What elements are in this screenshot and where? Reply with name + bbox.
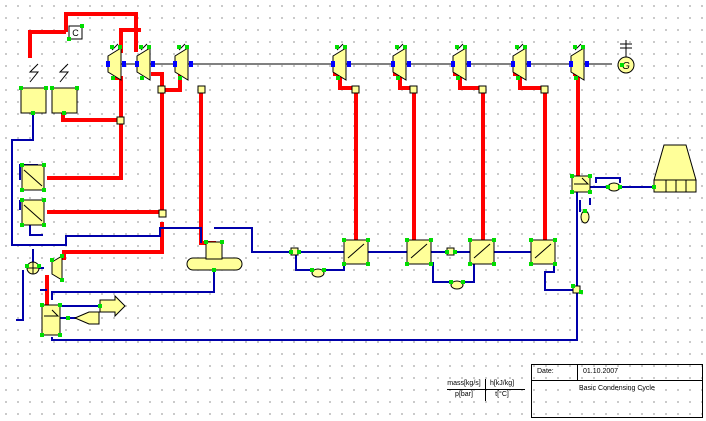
valve-icon[interactable] — [157, 85, 166, 94]
legend-mass: mass[kg/s] — [447, 380, 481, 387]
legend-divider — [447, 389, 525, 390]
date-label: Date: — [537, 368, 554, 375]
combustion-chamber-icon[interactable] — [68, 25, 83, 40]
heat-exchanger-icon[interactable] — [469, 239, 495, 265]
cooling-tower — [653, 144, 697, 193]
valve-icon[interactable] — [540, 85, 549, 94]
stream-legend: mass[kg/s] h[kJ/kg] p[bar] t[°C] — [419, 378, 525, 402]
legend-enthalpy: h[kJ/kg] — [489, 380, 515, 387]
turbine-stages — [107, 47, 585, 81]
valve-icon[interactable] — [158, 209, 167, 218]
valve-icon[interactable] — [197, 85, 206, 94]
valve-icon[interactable] — [572, 285, 581, 294]
heat-exchanger-icon[interactable] — [41, 304, 61, 336]
drawing-title: Basic Condensing Cycle — [579, 385, 655, 392]
pumps — [311, 182, 621, 290]
boiler-icon[interactable] — [20, 87, 47, 114]
valve-icon[interactable] — [99, 294, 126, 318]
valve-icon[interactable] — [478, 85, 487, 94]
legend-temperature: t[°C] — [495, 391, 509, 398]
preheaters — [343, 175, 591, 265]
date-value: 01.10.2007 — [583, 368, 619, 375]
port-markers — [19, 24, 656, 337]
legend-pressure: p[bar] — [455, 391, 473, 398]
boiler-icon[interactable] — [51, 87, 78, 114]
title-block: Date: 01.10.2007 Basic Condensing Cycle — [531, 364, 703, 418]
combustion-chamber-label: C — [72, 28, 79, 38]
heat-exchanger-icon[interactable] — [530, 239, 556, 265]
deaerator — [186, 241, 243, 271]
title-block-divider — [577, 365, 578, 380]
valve-icon[interactable] — [73, 311, 100, 325]
valve-icon[interactable] — [409, 85, 418, 94]
generator-label: G — [622, 61, 630, 72]
generator — [617, 40, 635, 74]
heat-exchanger-icon[interactable] — [406, 239, 432, 265]
pump-icon[interactable] — [311, 268, 325, 278]
valve-icon[interactable] — [116, 116, 125, 125]
cooling-tower-icon[interactable] — [653, 144, 697, 181]
heat-exchanger-icon[interactable] — [343, 239, 369, 265]
title-block-date-row — [532, 365, 702, 381]
pump-icon[interactable] — [450, 280, 464, 290]
valve-icon[interactable] — [351, 85, 360, 94]
splitters — [116, 85, 581, 294]
legend-divider — [485, 379, 486, 401]
